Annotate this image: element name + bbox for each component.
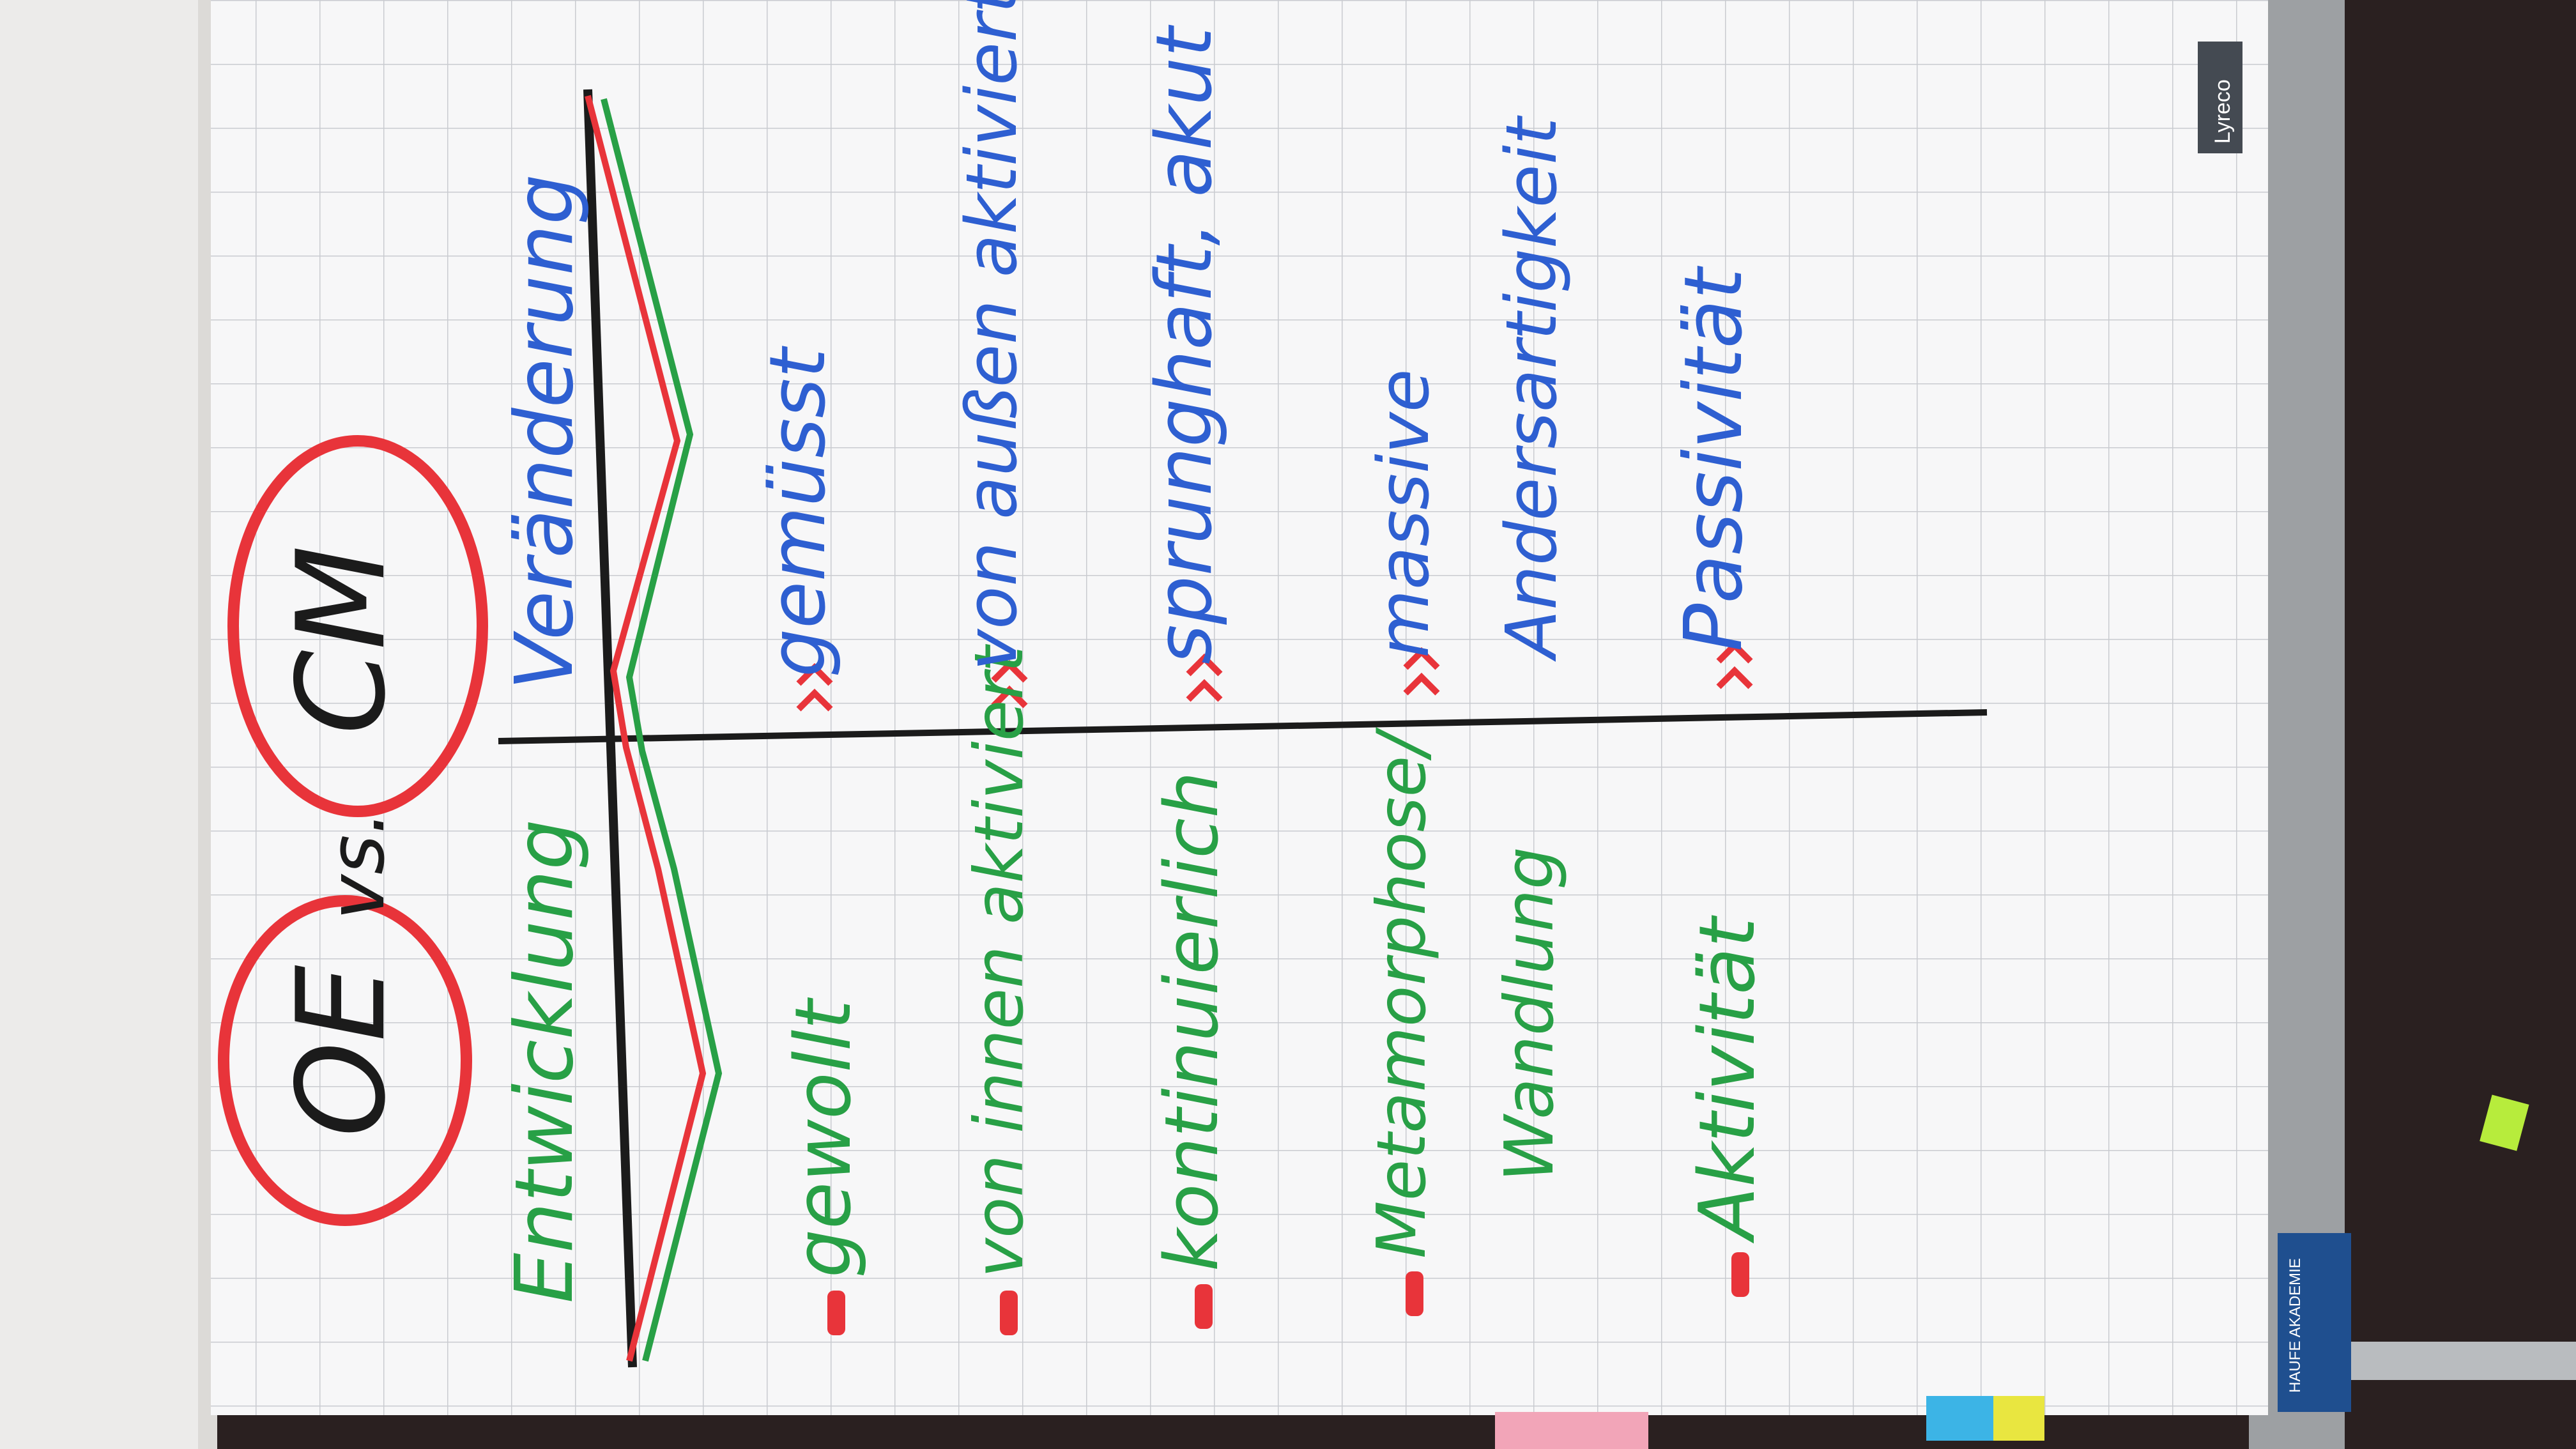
arrow-3 bbox=[1186, 653, 1223, 702]
header-veraenderung: Veränderung bbox=[498, 174, 591, 690]
header-entwicklung: Entwicklung bbox=[498, 819, 591, 1303]
sticky-note-pink bbox=[1495, 1412, 1648, 1449]
row-4-left-line-1: Metamorphose/ bbox=[1363, 727, 1441, 1259]
bullet-3 bbox=[1195, 1284, 1213, 1329]
row-4-right-line-1: massive bbox=[1363, 369, 1445, 658]
stand-leg bbox=[2338, 1342, 2576, 1380]
arrow-2 bbox=[991, 659, 1028, 709]
haufe-label-text: HAUFE AKADEMIE bbox=[2287, 1258, 2304, 1393]
row-5-right: Passivität bbox=[1667, 266, 1760, 652]
axis-vertical bbox=[583, 89, 637, 1368]
oval-oe bbox=[218, 895, 472, 1226]
axis-horizontal bbox=[498, 709, 1988, 744]
wave-green bbox=[601, 98, 723, 1362]
bullet-1 bbox=[827, 1291, 845, 1335]
sticky-note-blue bbox=[1926, 1396, 2003, 1441]
title-oe: OE bbox=[271, 965, 412, 1137]
title-cm: CM bbox=[271, 545, 412, 735]
arrow-5 bbox=[1716, 640, 1753, 689]
row-1-left: gewollt bbox=[779, 997, 868, 1278]
left-bullets bbox=[827, 1252, 1749, 1335]
paper-roll bbox=[0, 0, 211, 1449]
row-3-right: sprunghaft, akut bbox=[1140, 24, 1229, 664]
row-3-left: kontinuierlich bbox=[1149, 771, 1235, 1271]
paper-sheet bbox=[211, 0, 2268, 1415]
row-4-right-line-2: Andersartigkeit bbox=[1491, 115, 1572, 662]
sticky-note-green bbox=[2480, 1094, 2529, 1151]
arrow-4 bbox=[1403, 647, 1440, 696]
row-4-left-line-2: Wandlung bbox=[1491, 847, 1568, 1182]
bullet-5 bbox=[1731, 1252, 1749, 1297]
row-2-left: von innen aktiviert bbox=[960, 643, 1038, 1278]
title-vs: vs. bbox=[313, 810, 402, 920]
row-2-right: von außen aktiviert bbox=[951, 0, 1032, 671]
row-4-right: massive Andersartigkeit bbox=[1363, 115, 1572, 662]
right-arrows bbox=[796, 640, 1753, 712]
row-4-left: Metamorphose/ Wandlung bbox=[1363, 712, 1568, 1259]
bullet-2 bbox=[1000, 1291, 1018, 1335]
haufe-label-box bbox=[2278, 1233, 2351, 1412]
arrow-1 bbox=[796, 663, 833, 712]
lyreco-logo-box bbox=[2198, 42, 2242, 153]
wave-red bbox=[585, 95, 707, 1362]
row-5-left: Aktivität bbox=[1683, 915, 1772, 1244]
row-1-right: gemüsst bbox=[754, 346, 843, 677]
bullet-4 bbox=[1406, 1271, 1423, 1316]
title-group: OE vs. CM bbox=[271, 545, 412, 1137]
oval-cm bbox=[227, 435, 488, 817]
sticky-note-yellow bbox=[1993, 1396, 2044, 1441]
lyreco-brand-text: Lyreco bbox=[2211, 79, 2235, 144]
